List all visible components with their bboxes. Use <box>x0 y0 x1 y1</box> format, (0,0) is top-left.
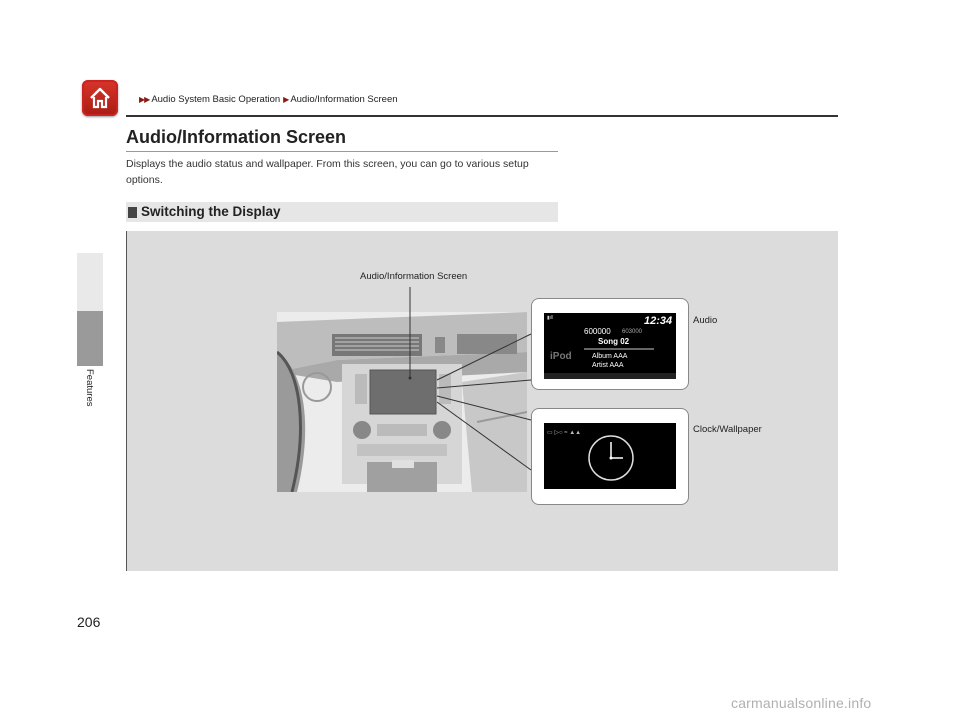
caption-audio-information-screen: Audio/Information Screen <box>360 271 468 282</box>
audio-clock: 12:34 <box>644 315 673 327</box>
breadcrumb: ▶▶ Audio System Basic Operation ▶ Audio/… <box>139 94 398 105</box>
dashboard-illustration <box>277 312 527 492</box>
audio-softkey-bar <box>544 373 676 379</box>
clock-status-icons: ▭ ▷○ ≈ ▲▲ <box>547 430 582 436</box>
home-button[interactable] <box>82 80 118 116</box>
caption-clock-wallpaper: Clock/Wallpaper <box>693 424 762 435</box>
breadcrumb-arrow-icon: ▶ <box>283 95 289 104</box>
sidebar-tab-features[interactable] <box>77 311 103 366</box>
breadcrumb-link-1[interactable]: Audio System Basic Operation <box>151 94 281 105</box>
watermark: carmanualsonline.info <box>731 695 872 711</box>
caption-audio: Audio <box>693 315 718 326</box>
page-description: Displays the audio status and wallpaper.… <box>126 158 529 186</box>
page-number: 206 <box>77 614 101 630</box>
audio-song: Song 02 <box>598 337 630 346</box>
audio-artist: Artist AAA <box>592 362 624 369</box>
breadcrumb-link-2[interactable]: Audio/Information Screen <box>290 94 398 105</box>
page-title: Audio/Information Screen <box>126 127 347 147</box>
audio-frequency: 600000 <box>584 327 611 336</box>
home-icon <box>90 87 110 109</box>
audio-screen: ▮ıll 12:34 600000 603000 Song 02 iPod Al… <box>544 313 676 379</box>
signal-icon: ▮ıll <box>547 315 554 321</box>
progress-bar <box>584 348 654 350</box>
analog-clock-icon <box>588 435 634 481</box>
breadcrumb-arrow-icon: ▶▶ <box>139 95 150 104</box>
audio-screen-callout: ▮ıll 12:34 600000 603000 Song 02 iPod Al… <box>531 298 689 390</box>
clock-screen: ▭ ▷○ ≈ ▲▲ <box>544 423 676 489</box>
dashboard-drawing <box>277 312 527 492</box>
sidebar-tab-blank <box>77 253 103 311</box>
audio-album: Album AAA <box>592 353 628 360</box>
section-heading-label: Switching the Display <box>141 204 281 219</box>
title-divider <box>126 151 558 152</box>
audio-source: iPod <box>550 351 572 362</box>
section-heading: Switching the Display <box>126 202 558 222</box>
header-divider <box>126 115 838 117</box>
section-marker-icon <box>128 207 137 218</box>
clock-screen-callout: ▭ ▷○ ≈ ▲▲ <box>531 408 689 505</box>
audio-frequency-sub: 603000 <box>622 329 643 335</box>
